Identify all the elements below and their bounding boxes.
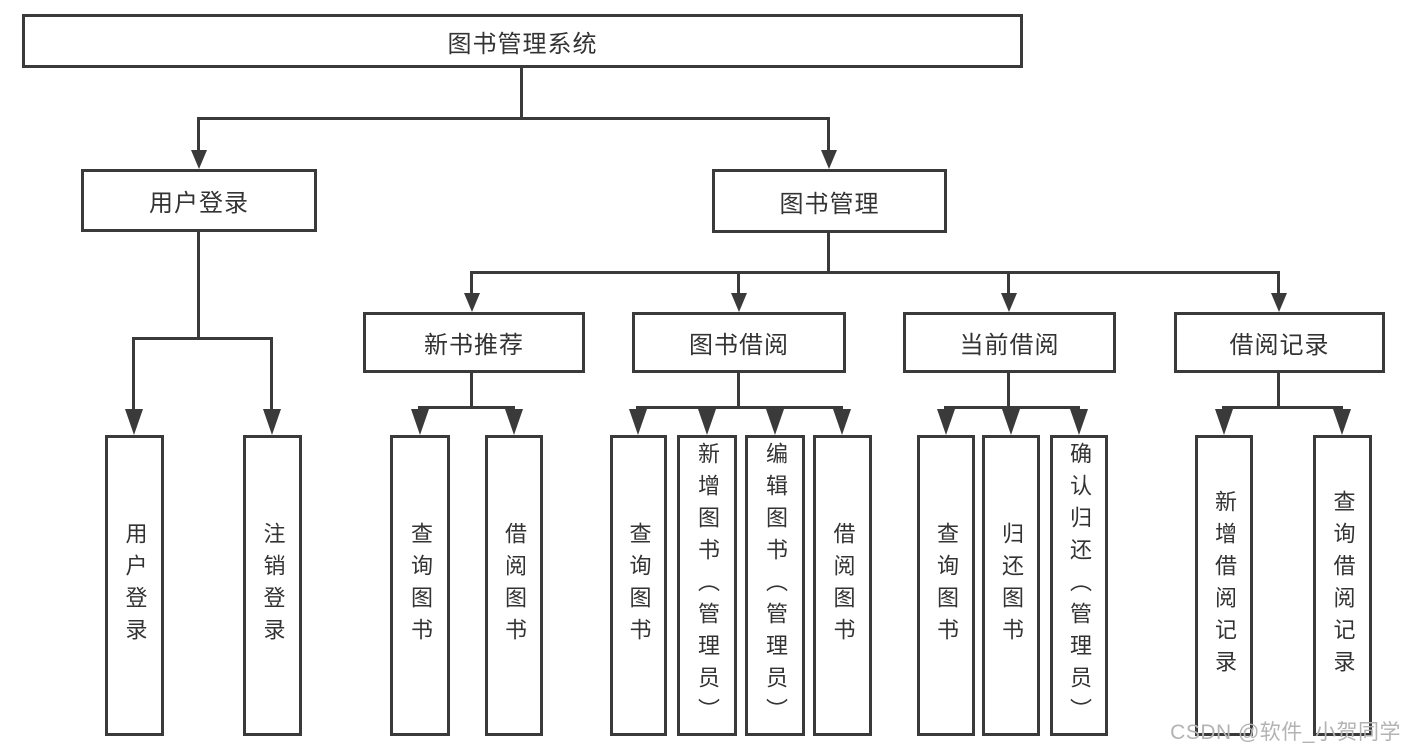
connector-current-stem (1007, 373, 1010, 409)
connector-login-stem (197, 232, 200, 340)
arrowhead-to-borrowing-records (1271, 293, 1287, 312)
arrowhead-to-leaf-add-borrow-record (1215, 409, 1233, 435)
leaf-label: 借阅图书 (502, 521, 527, 650)
connector-records-rail (1222, 406, 1343, 409)
connector-root-drop-left (197, 117, 200, 153)
csdn-watermark: CSDN @软件_小贺同学 (1170, 721, 1401, 744)
node-user-login: 用户登录 (81, 169, 317, 232)
arrowhead-to-book-borrowing (731, 293, 747, 312)
arrowhead-to-leaf-edit-books (766, 409, 784, 435)
node-label: 图书借阅 (689, 332, 789, 359)
node-book-management: 图书管理 (712, 169, 947, 233)
node-label: 图书管理系统 (447, 30, 598, 58)
leaf-query-books-borrowing: 查询图书 (610, 435, 667, 736)
arrowhead-to-leaf-add-books (698, 409, 716, 435)
connector-recommend-rail (418, 406, 515, 409)
leaf-label: 查询图书 (408, 521, 433, 650)
node-label: 图书管理 (779, 190, 880, 218)
connector-mgmt-rail (470, 271, 1280, 274)
arrowhead-to-leaf-query-books-3 (937, 409, 955, 435)
leaf-label: 用户登录 (122, 521, 148, 650)
connector-mgmt-drop-1 (470, 271, 473, 296)
leaf-label: 注销登录 (260, 521, 286, 650)
connector-root-stem (520, 68, 523, 120)
leaf-label: 借阅图书 (830, 521, 856, 650)
leaf-label: 查询借阅记录 (1330, 489, 1356, 682)
leaf-borrow-books-borrowing: 借阅图书 (813, 435, 872, 736)
node-label: 借阅记录 (1229, 332, 1330, 359)
leaf-label: 归还图书 (999, 521, 1024, 650)
leaf-confirm-return-admin: 确认归还（管理员） (1050, 435, 1108, 736)
node-borrowing-records: 借阅记录 (1174, 312, 1385, 373)
leaf-query-books-recommend: 查询图书 (390, 435, 450, 736)
leaf-user-login: 用户登录 (105, 435, 164, 736)
leaf-label: 新增图书（管理员） (695, 441, 720, 730)
leaf-query-borrow-record: 查询借阅记录 (1313, 435, 1372, 736)
leaf-label: 查询图书 (934, 521, 959, 650)
arrowhead-to-leaf-query-borrow-record (1333, 409, 1351, 435)
connector-login-rail (132, 337, 273, 340)
connector-mgmt-drop-2 (737, 271, 740, 296)
connector-login-drop-left (132, 337, 135, 412)
connector-login-drop-right (270, 337, 273, 412)
connector-recommend-stem (470, 373, 473, 409)
connector-root-rail (197, 117, 830, 120)
arrowhead-to-leaf-confirm-return (1070, 409, 1088, 435)
arrowhead-to-leaf-logout (263, 409, 281, 435)
leaf-return-books: 归还图书 (982, 435, 1040, 736)
leaf-label: 编辑图书（管理员） (763, 441, 788, 730)
leaf-logout: 注销登录 (243, 435, 302, 736)
leaf-label: 查询图书 (626, 521, 652, 650)
node-book-borrowing: 图书借阅 (632, 312, 846, 373)
node-current-borrowing: 当前借阅 (903, 312, 1116, 373)
node-new-book-recommendation: 新书推荐 (363, 312, 585, 373)
connector-mgmt-drop-4 (1277, 271, 1280, 296)
node-library-management-system: 图书管理系统 (22, 14, 1023, 68)
leaf-borrow-books-recommend: 借阅图书 (485, 435, 543, 736)
arrowhead-to-new-book-recommendation (464, 293, 480, 312)
arrowhead-to-leaf-return-books (1002, 409, 1020, 435)
node-label: 新书推荐 (424, 332, 524, 359)
arrowhead-to-leaf-query-books-2 (629, 409, 647, 435)
node-label: 用户登录 (149, 190, 249, 217)
arrowhead-to-leaf-query-books-1 (411, 409, 429, 435)
leaf-add-borrow-record: 新增借阅记录 (1195, 435, 1253, 736)
connector-current-rail (944, 406, 1080, 409)
arrowhead-to-leaf-borrow-books-1 (505, 409, 523, 435)
connector-root-drop-right (827, 117, 830, 153)
connector-borrowing-rail (636, 406, 843, 409)
node-label: 当前借阅 (959, 332, 1060, 359)
leaf-edit-books-admin: 编辑图书（管理员） (745, 435, 805, 736)
arrowhead-to-book-management (821, 150, 837, 169)
arrowhead-to-leaf-borrow-books-2 (833, 409, 851, 435)
connector-mgmt-drop-3 (1007, 271, 1010, 296)
leaf-label: 确认归还（管理员） (1067, 441, 1092, 730)
connector-mgmt-stem (827, 233, 830, 274)
connector-records-stem (1277, 373, 1280, 409)
arrowhead-to-leaf-user-login (125, 409, 143, 435)
arrowhead-to-user-login (191, 150, 207, 169)
connector-borrowing-stem (737, 373, 740, 409)
leaf-label: 新增借阅记录 (1212, 489, 1237, 682)
leaf-query-books-current: 查询图书 (917, 435, 975, 736)
arrowhead-to-current-borrowing (1001, 293, 1017, 312)
leaf-add-books-admin: 新增图书（管理员） (677, 435, 737, 736)
